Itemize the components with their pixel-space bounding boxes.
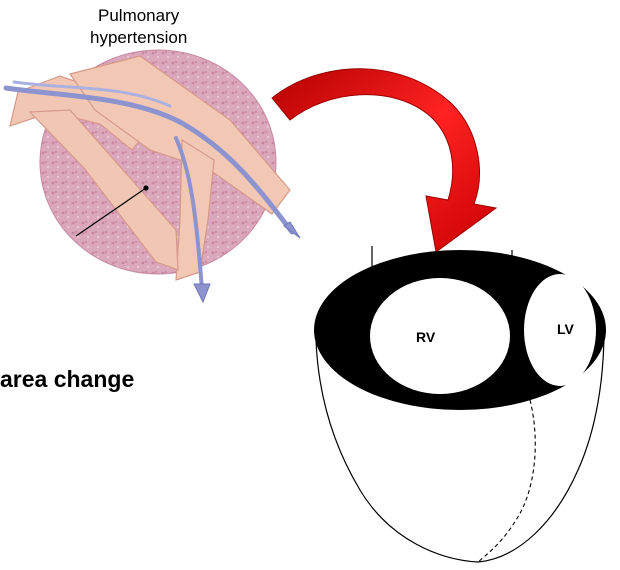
septum-dashed-line (478, 400, 535, 562)
rv-label: RV (416, 329, 436, 345)
rv-cavity (370, 278, 510, 394)
heart-illustration (314, 246, 606, 562)
curved-arrow-icon (272, 69, 496, 252)
flow-arrow-icon (284, 222, 300, 238)
flow-arrow-icon (194, 284, 210, 302)
lv-label: LV (557, 321, 575, 337)
pointer-dot (143, 185, 148, 190)
lung-tissue-illustration (6, 50, 300, 302)
